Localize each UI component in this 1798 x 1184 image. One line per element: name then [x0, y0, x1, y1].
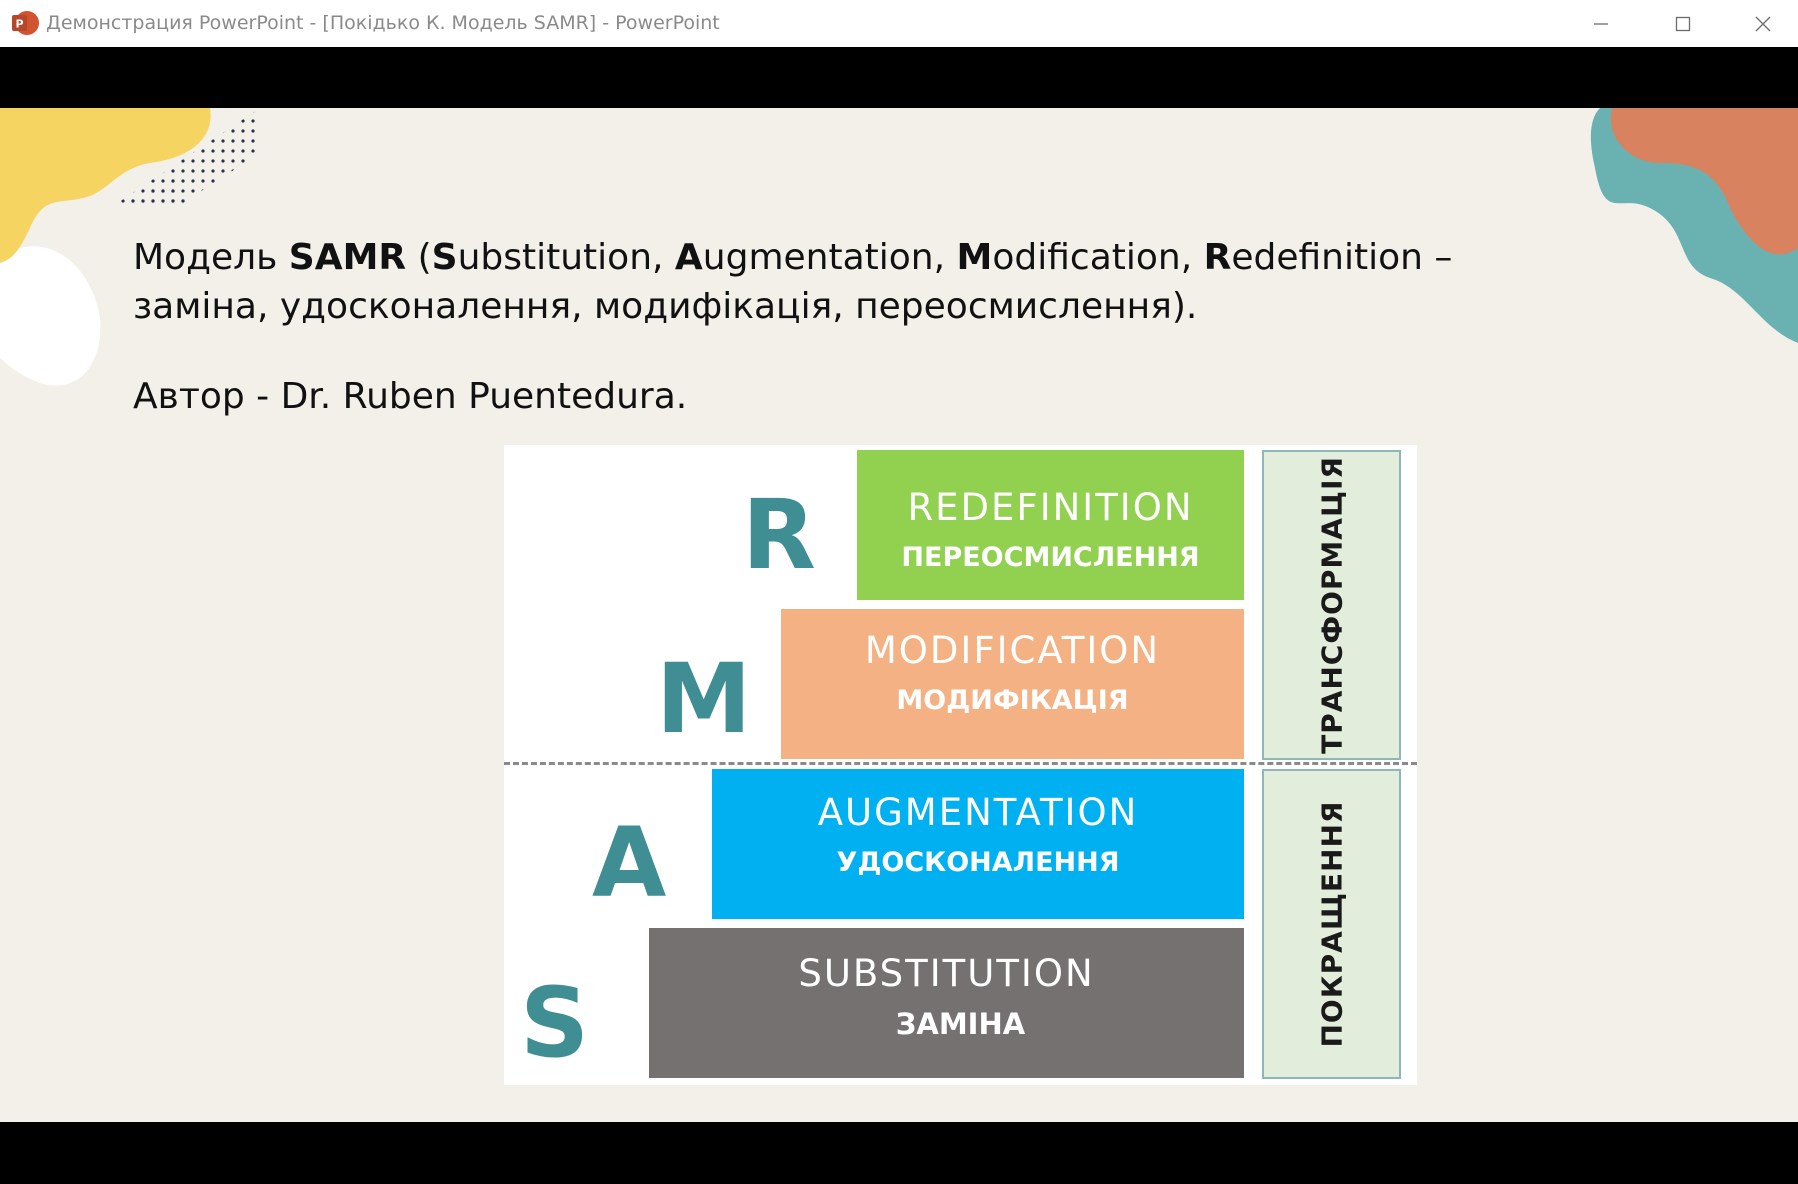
level-ua-label: ЗАМІНА: [895, 1007, 1026, 1041]
text-run-bold: M: [956, 237, 993, 278]
level-ua-label: МОДИФІКАЦІЯ: [896, 685, 1129, 716]
level-en-label: MODIFICATION: [864, 629, 1161, 672]
maximize-button[interactable]: [1643, 0, 1723, 47]
window-titlebar: P Демонстрация PowerPoint - [Покідько К.…: [0, 0, 1798, 47]
level-en-label: REDEFINITION: [907, 486, 1194, 529]
group-enhancement: ПОКРАЩЕННЯ: [1262, 769, 1401, 1079]
text-run: ugmentation,: [702, 237, 957, 278]
letter-m: M: [656, 643, 752, 755]
letter-a: A: [592, 807, 667, 919]
maximize-icon: [1675, 16, 1691, 31]
minimize-icon: [1594, 22, 1608, 25]
text-run-bold: S: [431, 237, 458, 278]
svg-text:P: P: [15, 18, 23, 31]
level-ua-label: УДОСКОНАЛЕННЯ: [836, 847, 1120, 878]
text-run: (: [406, 237, 432, 278]
samr-diagram[interactable]: R REDEFINITION ПЕРЕОСМИСЛЕННЯ M MODIFICA…: [504, 445, 1417, 1085]
window-title: Демонстрация PowerPoint - [Покідько К. М…: [46, 12, 720, 34]
slide-paragraph: Модель SAMR (Substitution, Augmentation,…: [133, 233, 1593, 331]
text-run: edefinition – заміна, удосконалення, мод…: [133, 237, 1453, 327]
letter-r: R: [742, 479, 816, 591]
group-label: ТРАНСФОРМАЦІЯ: [1315, 456, 1348, 754]
slide[interactable]: Модель SAMR (Substitution, Augmentation,…: [0, 108, 1798, 1122]
dashed-divider: [504, 762, 1417, 765]
group-transformation: ТРАНСФОРМАЦІЯ: [1262, 450, 1401, 760]
powerpoint-icon: P: [12, 11, 39, 35]
text-run-bold: SAMR: [288, 237, 407, 278]
slideshow-bottom-bar: [0, 1122, 1798, 1184]
close-icon: [1755, 16, 1771, 31]
level-redefinition: REDEFINITION ПЕРЕОСМИСЛЕННЯ: [857, 450, 1244, 600]
text-run: Модель: [133, 237, 289, 278]
level-augmentation: AUGMENTATION УДОСКОНАЛЕННЯ: [712, 769, 1244, 919]
decorative-blobs: [0, 108, 1798, 386]
level-en-label: AUGMENTATION: [817, 791, 1139, 834]
group-label: ПОКРАЩЕННЯ: [1315, 800, 1348, 1048]
text-run-bold: R: [1203, 237, 1232, 278]
slideshow-top-bar: [0, 47, 1798, 108]
level-modification: MODIFICATION МОДИФІКАЦІЯ: [781, 609, 1244, 759]
level-substitution: SUBSTITUTION ЗАМІНА: [649, 928, 1244, 1078]
minimize-button[interactable]: [1561, 0, 1641, 47]
text-run: odification,: [992, 237, 1204, 278]
text-run-bold: A: [674, 237, 703, 278]
close-button[interactable]: [1723, 0, 1798, 47]
slide-author: Автор - Dr. Ruben Puentedura.: [133, 376, 688, 417]
text-run: ubstitution,: [457, 237, 675, 278]
level-ua-label: ПЕРЕОСМИСЛЕННЯ: [901, 542, 1200, 573]
level-en-label: SUBSTITUTION: [798, 952, 1095, 995]
letter-s: S: [520, 967, 590, 1079]
